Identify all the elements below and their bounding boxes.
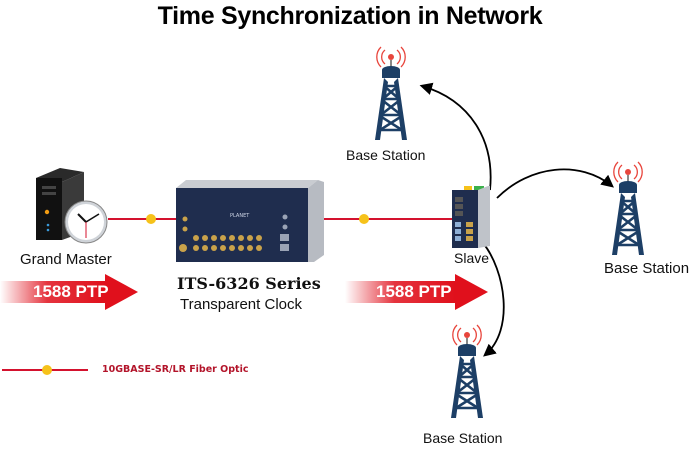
legend-label: 10GBASE-SR/LR Fiber Optic bbox=[102, 364, 249, 375]
arrow-slave-to-top-station bbox=[419, 82, 492, 191]
grand-master-label: Grand Master bbox=[20, 251, 112, 268]
ptp-arrow-right bbox=[345, 274, 488, 310]
svg-text:PLANET: PLANET bbox=[230, 213, 250, 219]
ptp-arrow-left bbox=[0, 274, 138, 310]
diagram-title: Time Synchronization in Network bbox=[157, 2, 543, 30]
its-series-label: ITS-6326 Series bbox=[177, 274, 321, 293]
arrow-slave-to-right-station bbox=[496, 168, 614, 199]
tower-icon-top bbox=[373, 45, 409, 142]
base-station-top-label: Base Station bbox=[346, 147, 426, 163]
ptp-arrow-left-label: 1588 PTP bbox=[33, 282, 109, 301]
clock-icon bbox=[64, 200, 108, 244]
tower-icon-bottom bbox=[449, 323, 485, 420]
fiber-badge-10g-icon bbox=[146, 214, 156, 224]
slave-label: Slave bbox=[454, 250, 490, 266]
legend-fiber-line bbox=[2, 365, 88, 375]
base-station-bottom-label: Base Station bbox=[423, 430, 503, 446]
its-6326-device-icon: PLANET bbox=[176, 180, 324, 262]
slave-switch-icon bbox=[452, 186, 490, 248]
fiber-badge-10g-icon bbox=[359, 214, 369, 224]
arrow-slave-to-bottom-station bbox=[482, 242, 505, 357]
base-station-right-label: Base Station bbox=[604, 260, 690, 277]
tower-icon-right bbox=[610, 160, 646, 257]
transparent-clock-label: Transparent Clock bbox=[180, 296, 302, 313]
ptp-arrow-right-label: 1588 PTP bbox=[376, 282, 452, 301]
